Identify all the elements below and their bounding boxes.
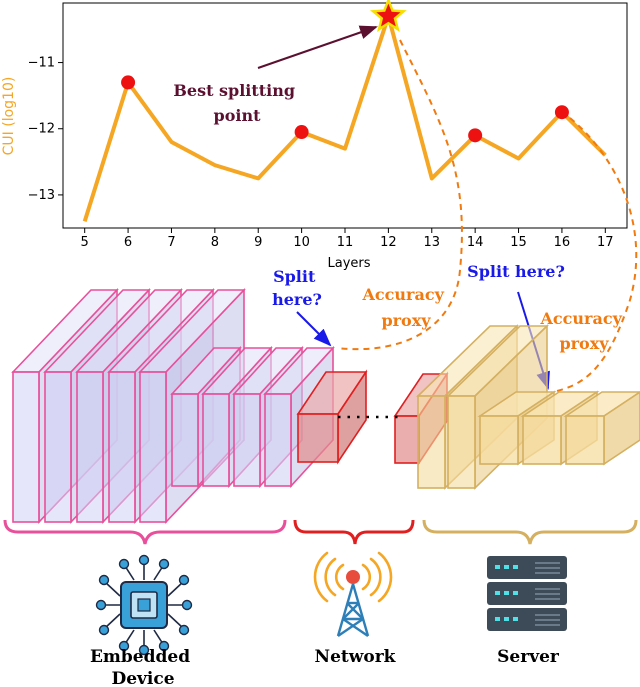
network-label: Network (315, 647, 397, 667)
x-axis-label: Layers (327, 256, 370, 271)
x-tick-label: 6 (124, 235, 132, 250)
highlight-markers (121, 75, 569, 143)
highlight-point (554, 105, 569, 120)
antenna-tower-icon (313, 551, 393, 637)
server-layer-small (563, 391, 640, 466)
x-tick-label: 10 (293, 235, 310, 250)
accuracy-proxy-2-line1: Accuracy (540, 309, 623, 328)
best-point-label-line2: point (214, 106, 262, 125)
series-line (82, 14, 607, 222)
y-ticks: −11 −12 −13 (28, 56, 63, 203)
best-point-star (369, 0, 407, 32)
highlight-point (121, 75, 136, 90)
chip-icon (95, 554, 193, 656)
x-tick-label: 13 (423, 235, 440, 250)
server-rack-icon (487, 556, 567, 631)
x-tick-label: 7 (167, 235, 175, 250)
best-point-annotation: Best splitting point (173, 25, 378, 125)
x-tick-label: 12 (380, 235, 397, 250)
highlight-point (468, 128, 483, 143)
x-tick-label: 17 (597, 235, 614, 250)
embedded-device-layers (11, 287, 335, 525)
cui-line-chart: −11 −12 −13 5 6 7 8 9 10 11 12 13 14 15 16 17 Layers C… (1, 0, 628, 271)
x-tick-label: 16 (554, 235, 571, 250)
embedded-label-line2: Device (111, 669, 174, 687)
best-point-label-line1: Best splitting (173, 81, 295, 100)
server-brace (422, 519, 638, 545)
y-tick-label: −11 (28, 56, 55, 71)
split-here-1-line1: Split (273, 267, 316, 286)
best-point-label: Best splitting point (173, 81, 300, 125)
y-tick-label: −13 (28, 188, 55, 203)
split-here-label-2: Split here? (467, 262, 565, 281)
x-tick-label: 14 (467, 235, 484, 250)
best-point-arrow (257, 25, 378, 69)
x-ticks: 5 6 7 8 9 10 11 12 13 14 15 16 17 (81, 228, 614, 250)
x-tick-label: 8 (211, 235, 219, 250)
y-tick-label: −12 (28, 122, 55, 137)
accuracy-proxy-label-1: Accuracy proxy (362, 285, 450, 330)
highlight-point (294, 125, 309, 140)
y-axis-label: CUI (log10) (1, 77, 17, 156)
accuracy-proxy-1-line2: proxy (381, 311, 431, 330)
split-here-arrow-1 (296, 311, 332, 347)
accuracy-proxy-connector-1 (336, 39, 463, 351)
network-layer-left (296, 369, 368, 465)
accuracy-proxy-2-line2: proxy (559, 334, 609, 353)
accuracy-proxy-1-line1: Accuracy (362, 285, 445, 304)
x-tick-label: 11 (337, 235, 354, 250)
server-layers (416, 324, 640, 490)
embedded-brace (3, 519, 287, 545)
embedded-device-label: Embedded Device (90, 647, 196, 687)
server-label: Server (497, 647, 560, 667)
split-here-label-1: Split here? (272, 267, 322, 309)
x-tick-label: 9 (254, 235, 262, 250)
x-tick-label: 5 (81, 235, 89, 250)
split-here-1-line2: here? (272, 290, 322, 309)
network-brace (293, 519, 415, 545)
accuracy-proxy-label-2: Accuracy proxy (540, 309, 628, 353)
x-tick-label: 15 (510, 235, 527, 250)
embedded-label-line1: Embedded (90, 647, 190, 667)
